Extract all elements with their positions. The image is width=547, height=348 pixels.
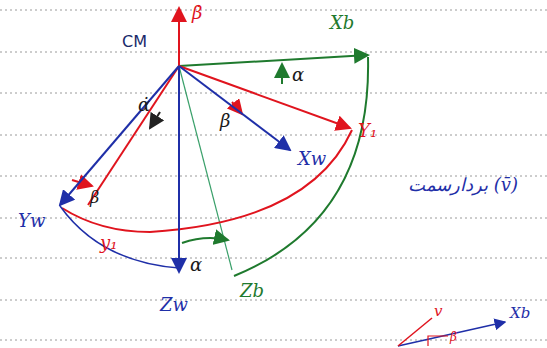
- rate-label: α̇: [138, 96, 150, 114]
- axis-label: Xb: [510, 306, 530, 321]
- axis-label: Xb: [330, 14, 354, 32]
- rate-label: β̇: [192, 4, 202, 22]
- axis-label: Zb: [240, 282, 264, 300]
- angle-label: β: [90, 190, 99, 206]
- notebook-lines: [0, 10, 547, 340]
- angle-label: α: [292, 66, 304, 84]
- axis-label: Y₁: [358, 122, 377, 140]
- axis-label: Xw: [298, 150, 326, 168]
- axis-label: y₁: [100, 234, 117, 252]
- axis-label: Yw: [18, 212, 45, 230]
- angle-label: α: [190, 256, 202, 274]
- axis-label: Zw: [160, 296, 188, 314]
- angle-label: β: [450, 331, 457, 343]
- note-text: بردارسمت (v̄): [408, 176, 518, 194]
- angle-label: β: [220, 112, 230, 130]
- origin-label: CM: [122, 34, 147, 50]
- vector-label: v: [434, 304, 442, 319]
